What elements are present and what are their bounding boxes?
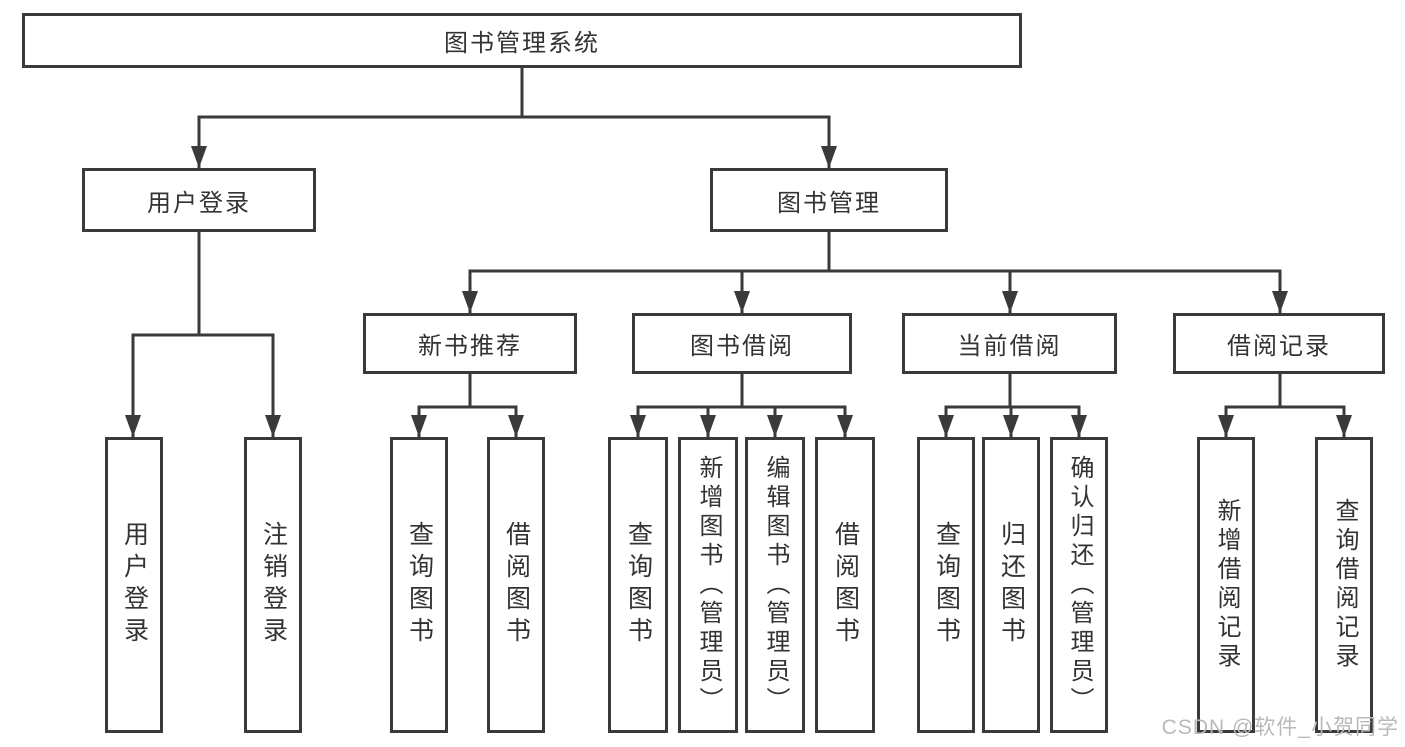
leaf-edit-book-admin: 编辑图书（管理员） [745, 437, 805, 733]
node-user-login: 用户登录 [82, 168, 316, 232]
node-current-borrow-label: 当前借阅 [957, 333, 1062, 360]
node-borrow-records: 借阅记录 [1173, 313, 1385, 374]
leaf-query-books-recommend: 查询图书 [390, 437, 448, 733]
leaf-borrow-books-recommend-label: 借阅图书 [502, 521, 531, 649]
leaf-edit-book-admin-label: 编辑图书（管理员） [762, 454, 789, 716]
leaf-query-borrow-record: 查询借阅记录 [1315, 437, 1373, 733]
root-node: 图书管理系统 [22, 13, 1022, 68]
leaf-query-borrow-record-label: 查询借阅记录 [1331, 498, 1358, 672]
leaf-add-book-admin-label: 新增图书（管理员） [695, 454, 722, 716]
node-book-management-label: 图书管理 [777, 189, 881, 217]
node-new-book-recommend-label: 新书推荐 [418, 333, 522, 360]
root-node-label: 图书管理系统 [444, 30, 600, 57]
node-borrow-records-label: 借阅记录 [1227, 333, 1331, 360]
leaf-query-books-current-label: 查询图书 [932, 521, 961, 649]
leaf-query-books-recommend-label: 查询图书 [405, 521, 434, 649]
leaf-logout-label: 注销登录 [259, 521, 288, 649]
node-book-management: 图书管理 [710, 168, 948, 232]
leaf-user-login-label: 用户登录 [120, 521, 149, 649]
leaf-borrow-books-borrow: 借阅图书 [815, 437, 875, 733]
leaf-user-login: 用户登录 [105, 437, 163, 733]
leaf-query-books-borrow-label: 查询图书 [624, 521, 653, 649]
leaf-return-book: 归还图书 [982, 437, 1040, 733]
node-book-borrow: 图书借阅 [632, 313, 852, 374]
leaf-query-books-current: 查询图书 [917, 437, 975, 733]
leaf-borrow-books-borrow-label: 借阅图书 [831, 521, 860, 649]
leaf-confirm-return-admin: 确认归还（管理员） [1050, 437, 1108, 733]
watermark: CSDN @软件_小贺同学 [1161, 716, 1399, 739]
leaf-add-borrow-record-label: 新增借阅记录 [1213, 498, 1240, 672]
leaf-logout: 注销登录 [244, 437, 302, 733]
leaf-borrow-books-recommend: 借阅图书 [487, 437, 545, 733]
node-user-login-label: 用户登录 [147, 189, 251, 217]
leaf-add-book-admin: 新增图书（管理员） [678, 437, 738, 733]
node-new-book-recommend: 新书推荐 [363, 313, 577, 374]
node-book-borrow-label: 图书借阅 [690, 333, 794, 360]
leaf-query-books-borrow: 查询图书 [608, 437, 668, 733]
node-current-borrow: 当前借阅 [902, 313, 1117, 374]
leaf-add-borrow-record: 新增借阅记录 [1197, 437, 1255, 733]
leaf-confirm-return-admin-label: 确认归还（管理员） [1066, 454, 1093, 716]
leaf-return-book-label: 归还图书 [997, 521, 1026, 649]
